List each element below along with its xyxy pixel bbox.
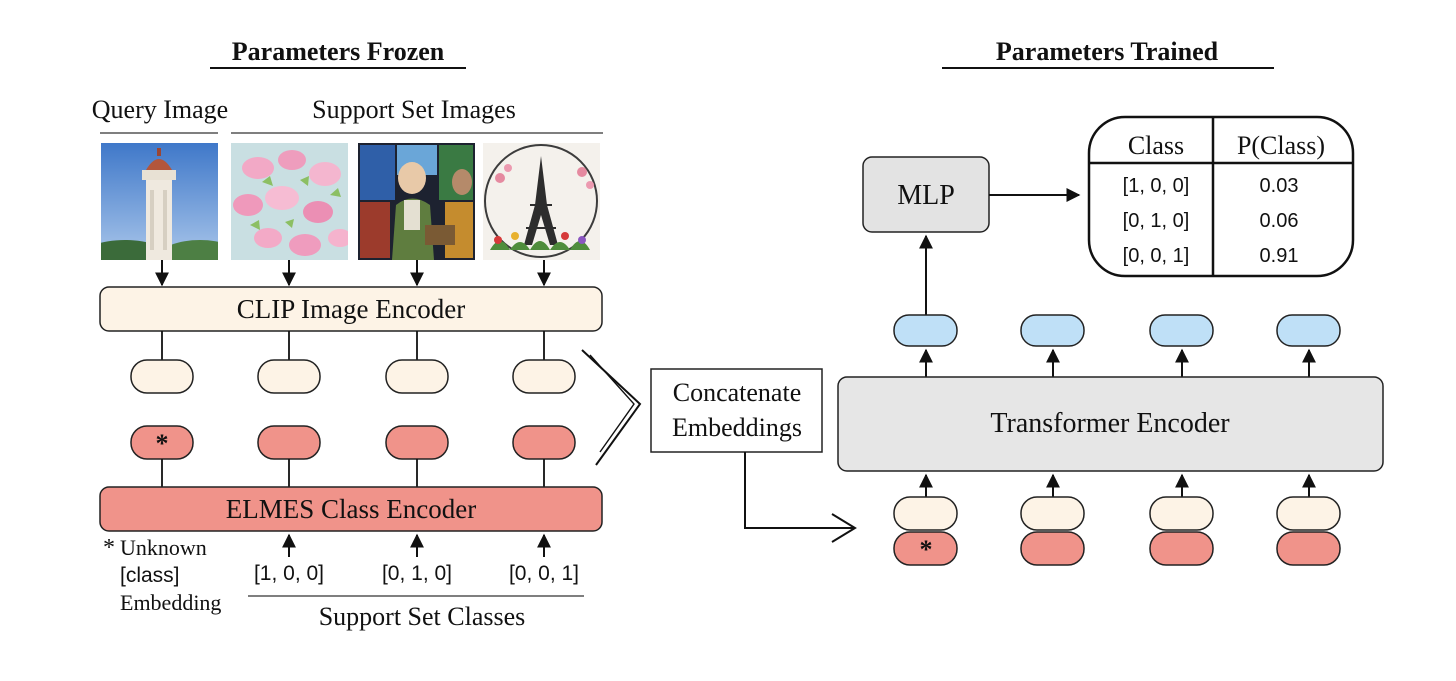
elmes-class-encoder-label: ELMES Class Encoder <box>226 494 476 524</box>
mlp-label: MLP <box>897 180 955 211</box>
support-image-flowers <box>231 143 348 260</box>
clip-image-encoder-box <box>99 286 603 332</box>
image-embedding-token <box>385 359 449 394</box>
footnote-line-3: Embedding <box>120 590 221 615</box>
table-row-1-class: [1, 0, 0] <box>1123 175 1190 197</box>
concatenate-box <box>650 368 823 453</box>
input-image-token <box>1276 496 1341 531</box>
concatenate-line-2: Embeddings <box>672 413 802 442</box>
table-row-3-prob: 0.91 <box>1260 245 1299 267</box>
transformer-encoder-label: Transformer Encoder <box>990 408 1230 439</box>
support-image-stained-glass <box>358 143 475 260</box>
transformer-encoder-box <box>837 376 1384 472</box>
input-image-token <box>893 496 958 531</box>
input-image-token <box>1020 496 1085 531</box>
image-embedding-token <box>512 359 576 394</box>
input-class-token <box>1020 531 1085 566</box>
table-header-prob: P(Class) <box>1237 131 1325 160</box>
image-embedding-token <box>130 359 194 394</box>
table-row-2-prob: 0.06 <box>1260 210 1299 232</box>
query-image-label: Query Image <box>92 95 228 124</box>
support-class-label-3: [0, 0, 1] <box>509 562 579 585</box>
unknown-marker: * <box>156 429 169 458</box>
input-image-token <box>1149 496 1214 531</box>
table-row-2-class: [0, 1, 0] <box>1123 210 1190 232</box>
footnote-line-2: [class] <box>120 564 180 587</box>
footnote-star: * <box>103 535 115 561</box>
frozen-title: Parameters Frozen <box>232 37 445 66</box>
support-images-label: Support Set Images <box>312 95 516 124</box>
output-embedding-token <box>1020 314 1085 347</box>
input-class-token <box>1276 531 1341 566</box>
input-class-token-unknown <box>893 531 958 566</box>
concat-to-transformer-arrow <box>744 452 855 529</box>
elmes-class-encoder-box <box>99 486 603 532</box>
support-class-label-1: [1, 0, 0] <box>254 562 324 585</box>
input-class-token <box>1149 531 1214 566</box>
image-embedding-token <box>257 359 321 394</box>
class-embedding-token <box>257 425 321 460</box>
table-row-3-class: [0, 0, 1] <box>1123 245 1190 267</box>
class-probability-table <box>1087 115 1355 278</box>
query-image-tower <box>101 143 218 260</box>
concat-arrow-head <box>831 513 857 543</box>
table-row-1-prob: 0.03 <box>1260 175 1299 197</box>
class-embedding-token <box>385 425 449 460</box>
table-header-class: Class <box>1128 131 1184 160</box>
support-classes-label: Support Set Classes <box>319 602 526 631</box>
input-unknown-marker: * <box>920 535 933 564</box>
concatenate-line-1: Concatenate <box>673 378 802 407</box>
concat-brace-inner <box>589 354 635 453</box>
output-embedding-token <box>1149 314 1214 347</box>
output-embedding-token <box>893 314 958 347</box>
trained-title: Parameters Trained <box>996 37 1219 66</box>
class-embedding-token <box>512 425 576 460</box>
support-class-label-2: [0, 1, 0] <box>382 562 452 585</box>
footnote-line-1: Unknown <box>120 535 207 560</box>
output-embedding-token <box>1276 314 1341 347</box>
clip-image-encoder-label: CLIP Image Encoder <box>237 294 465 324</box>
support-image-eiffel-embroidery <box>483 143 600 260</box>
